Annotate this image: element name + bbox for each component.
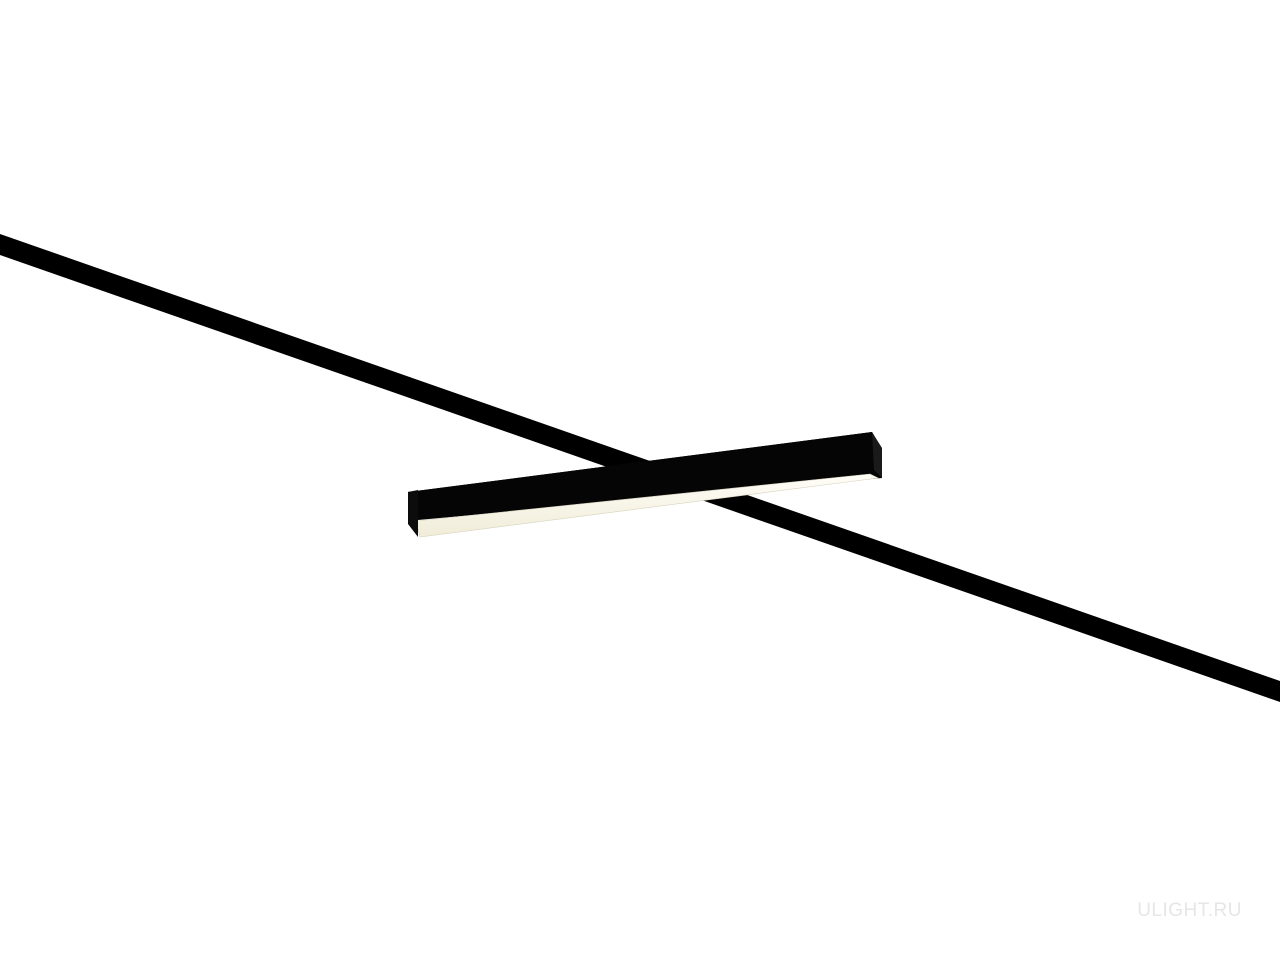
fixture-diffuser-strip	[415, 473, 880, 538]
fixture-end-cap	[872, 432, 882, 478]
linear-led-fixture	[408, 432, 882, 538]
fixture-body	[408, 432, 882, 520]
fixture-left-end	[408, 490, 418, 537]
watermark-text: ULIGHT.RU	[1137, 900, 1242, 921]
